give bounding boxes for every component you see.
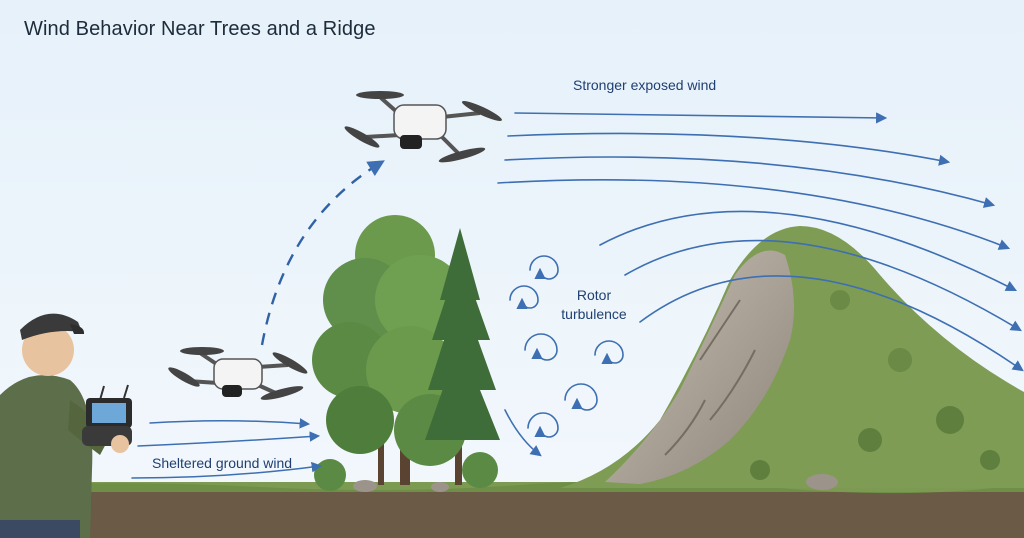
diagram-title: Wind Behavior Near Trees and a Ridge	[24, 18, 376, 40]
remote-controller-icon	[82, 384, 132, 453]
wind-arrow-icon	[639, 275, 1024, 372]
turbulence-swirl-icon	[509, 285, 539, 309]
flight-path	[260, 160, 385, 346]
rotor-label-line2: turbulence	[561, 306, 627, 322]
turbulence-swirl-icon	[527, 412, 559, 438]
ridge-icon	[560, 226, 1024, 490]
drone-icon	[344, 91, 503, 163]
wind-arrow-icon	[624, 239, 1022, 332]
drone-icon	[168, 347, 308, 400]
rotor-turbulence-label: Rotor turbulence	[553, 286, 635, 324]
wind-arrow-icon	[131, 461, 323, 479]
turbulence-swirl-icon	[524, 333, 558, 361]
sheltered-wind-label: Sheltered ground wind	[152, 455, 293, 471]
rotor-label-line1: Rotor	[576, 287, 612, 303]
wind-arrow-icon	[507, 132, 951, 166]
wind-arrow-icon	[497, 178, 1011, 250]
turbulence-swirl-icon	[529, 255, 559, 280]
stronger-wind-label: Stronger exposed wind	[573, 77, 717, 93]
wind-arrow-icon	[504, 156, 996, 208]
wind-arrow-icon	[514, 112, 888, 124]
wind-arrow-icon	[137, 431, 321, 447]
turbulence-swirl-icon	[564, 383, 598, 411]
wind-arrow-icon	[599, 210, 1017, 292]
rotor-turbulence-swirls	[504, 255, 624, 457]
turbulence-swirl-icon	[594, 340, 624, 364]
stronger-wind-arrows	[497, 112, 1024, 372]
ground	[0, 481, 1024, 538]
sheltered-wind-arrows	[131, 418, 323, 479]
wind-arrow-icon	[149, 418, 311, 429]
